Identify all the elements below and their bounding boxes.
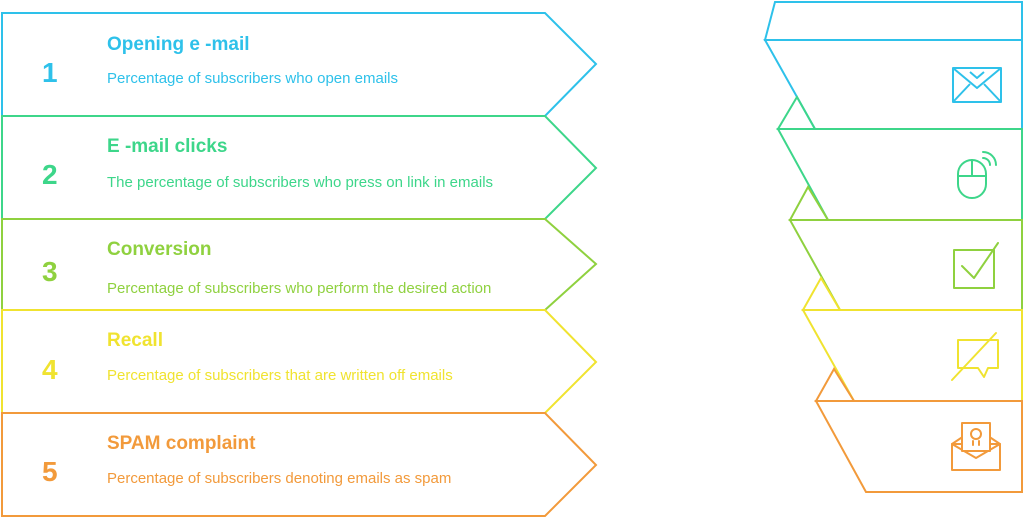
ribbon-panel-5: [814, 400, 1023, 493]
step-1-band: [1, 12, 598, 117]
spam-envelope-icon: [951, 422, 1001, 471]
step-2: 2 E -mail clicks The percentage of subsc…: [0, 116, 600, 219]
step-1-number: 1: [42, 57, 58, 88]
step-2-number: 2: [42, 159, 58, 190]
step-3: 3 Conversion Percentage of subscribers w…: [0, 219, 600, 310]
step-4-number: 4: [42, 354, 58, 385]
ribbon-flap-4: [801, 276, 842, 311]
ribbon-fold-1: [763, 1, 1023, 41]
step-3-title: Conversion: [107, 239, 212, 260]
ribbon-panel-4: [801, 309, 1023, 402]
step-1-description: Percentage of subscribers who open email…: [107, 70, 398, 87]
step-4-description: Percentage of subscribers that are writt…: [107, 367, 453, 384]
ribbon-flap-3: [788, 184, 830, 221]
checkbox-icon: [953, 242, 999, 289]
unsubscribe-chat-icon: [951, 332, 999, 381]
mouse-click-icon: [957, 151, 997, 199]
step-1-title: Opening e -mail: [107, 34, 250, 55]
ribbon-panel-3: [788, 219, 1023, 311]
step-4-band: [1, 309, 598, 414]
step-1: 1 Opening e -mail Percentage of subscrib…: [0, 13, 600, 116]
step-2-band: [1, 115, 598, 220]
step-5-band: [1, 412, 598, 517]
step-4: 4 Recall Percentage of subscribers that …: [0, 310, 600, 413]
step-3-description: Percentage of subscribers who perform th…: [107, 280, 492, 297]
step-5: 5 SPAM complaint Percentage of subscribe…: [0, 413, 600, 516]
ribbon-flap-5: [814, 367, 856, 402]
step-3-number: 3: [42, 256, 58, 287]
step-2-title: E -mail clicks: [107, 136, 228, 157]
step-2-description: The percentage of subscribers who press …: [107, 174, 494, 191]
step-5-number: 5: [42, 456, 58, 487]
step-5-description: Percentage of subscribers denoting email…: [107, 470, 452, 487]
envelope-icon: [952, 67, 1002, 103]
step-4-title: Recall: [107, 330, 163, 351]
step-5-title: SPAM complaint: [107, 433, 256, 454]
ribbon-panel-1: [763, 39, 1023, 130]
step-3-band: [1, 218, 598, 311]
ribbon-flap-2: [776, 95, 817, 130]
